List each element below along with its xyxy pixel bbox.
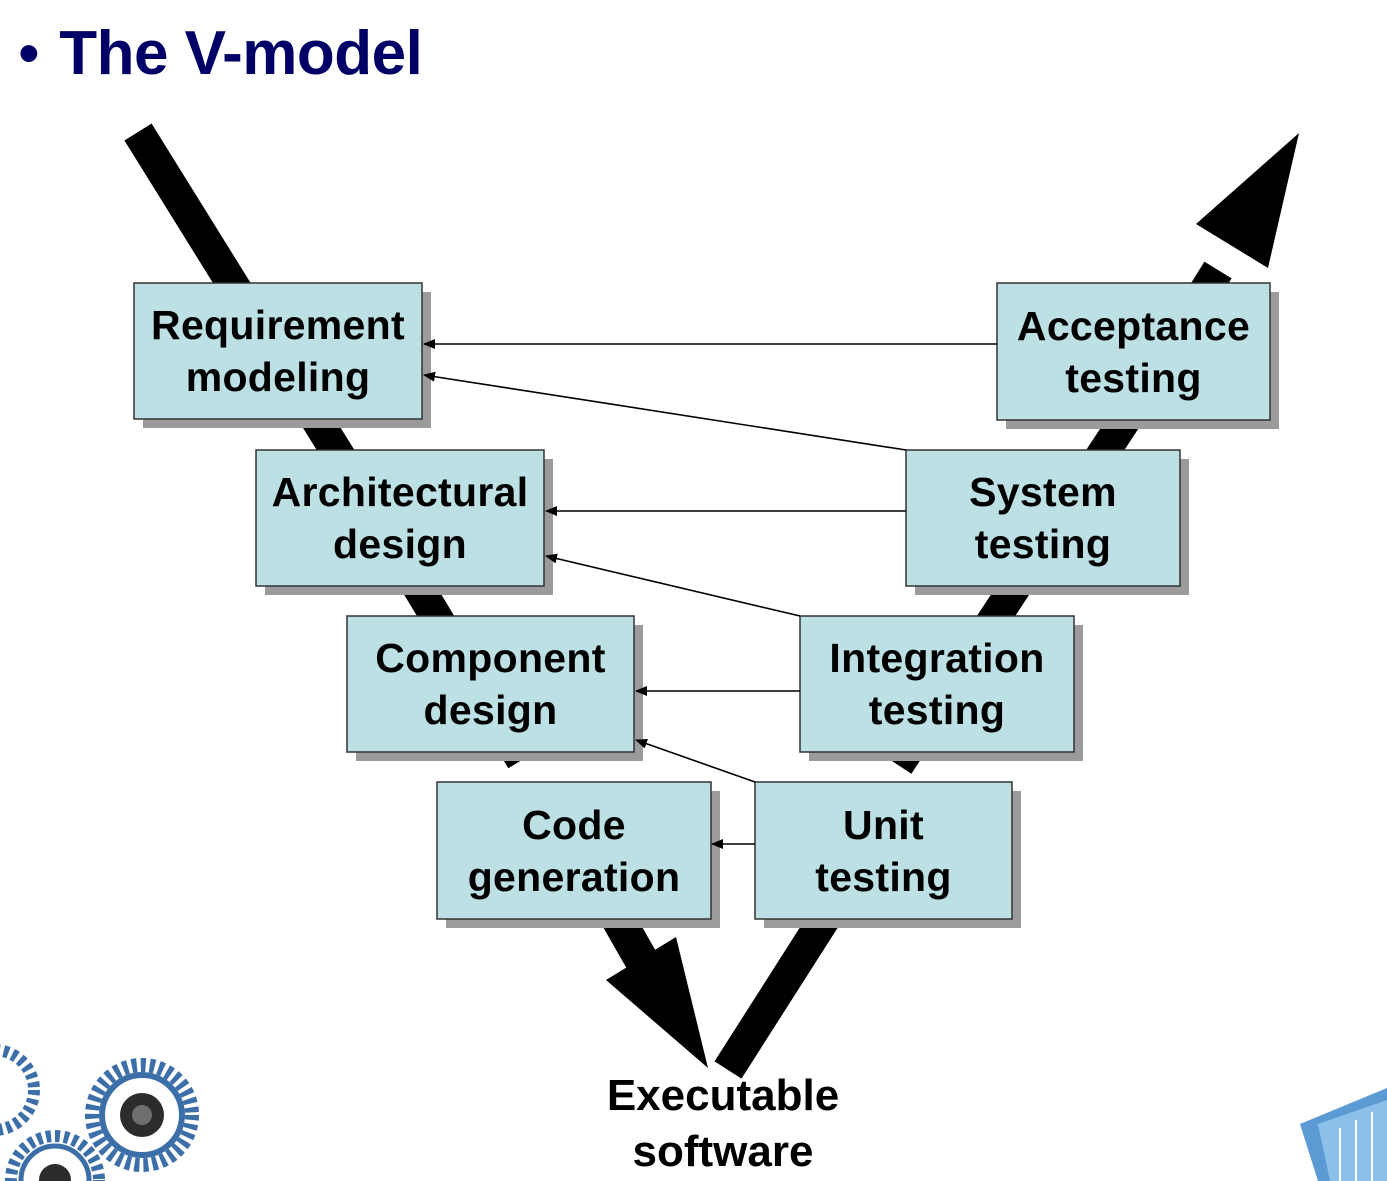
box-line-2: design <box>333 521 467 567</box>
box-architectural-design <box>255 449 545 587</box>
box-line-1: Architectural <box>271 469 529 515</box>
label-requirement-modeling: Requirement modeling <box>134 283 422 419</box>
box-line-1: Code <box>522 801 626 848</box>
box-line-1: Integration <box>829 635 1045 681</box>
box-line-2: design <box>423 687 558 733</box>
label-system-testing: System testing <box>906 450 1180 586</box>
box-integration-testing <box>799 615 1075 753</box>
gear-large <box>85 1058 199 1172</box>
title-text: The V-model <box>59 19 423 88</box>
box-line-1: Component <box>375 635 606 681</box>
box-line-2: modeling <box>185 354 371 400</box>
label-acceptance-testing: Acceptance testing <box>997 283 1270 420</box>
box-system-testing <box>905 449 1181 587</box>
building-icon <box>1300 1088 1387 1181</box>
v-path-right <box>714 133 1299 1079</box>
exec-line-1: Executable <box>606 1071 840 1120</box>
executable-software-label: Executable software <box>548 1068 898 1180</box>
box-line-2: testing <box>974 521 1112 567</box>
box-line-1: System <box>969 469 1117 515</box>
down-arrowhead <box>606 937 708 1068</box>
slide-title: • The V-model <box>18 18 423 89</box>
box-line-1: Requirement <box>151 302 405 348</box>
arrow-unit-to-component <box>635 738 756 783</box>
label-unit-testing: Unit testing <box>755 782 1012 919</box>
up-arrowhead <box>1196 133 1299 268</box>
label-architectural-design: Architectural design <box>256 450 544 586</box>
box-line-2: testing <box>1065 354 1202 401</box>
left-boxes <box>133 282 720 928</box>
box-line-2: testing <box>868 687 1006 733</box>
label-code-generation: Code generation <box>437 782 711 919</box>
title-bullet: • <box>18 19 40 88</box>
box-component-design <box>346 615 635 753</box>
box-requirement-modeling <box>133 282 423 420</box>
box-line-1: Unit <box>843 801 924 848</box>
box-acceptance-testing <box>996 282 1271 421</box>
box-line-2: generation <box>467 853 681 900</box>
gear-edge <box>0 1044 40 1136</box>
box-unit-testing <box>754 781 1013 920</box>
gear-small <box>5 1130 105 1181</box>
exec-line-2: software <box>632 1127 814 1176</box>
label-integration-testing: Integration testing <box>800 616 1074 752</box>
box-line-1: Acceptance <box>1016 302 1251 349</box>
gears-icon <box>0 1044 199 1181</box>
arrow-system-to-requirement <box>423 371 907 451</box>
feedback-arrows <box>423 339 997 849</box>
box-line-2: testing <box>815 853 952 900</box>
label-component-design: Component design <box>347 616 634 752</box>
right-boxes <box>754 282 1279 928</box>
arrow-integration-to-architectural <box>545 553 801 617</box>
box-code-generation <box>436 781 712 920</box>
